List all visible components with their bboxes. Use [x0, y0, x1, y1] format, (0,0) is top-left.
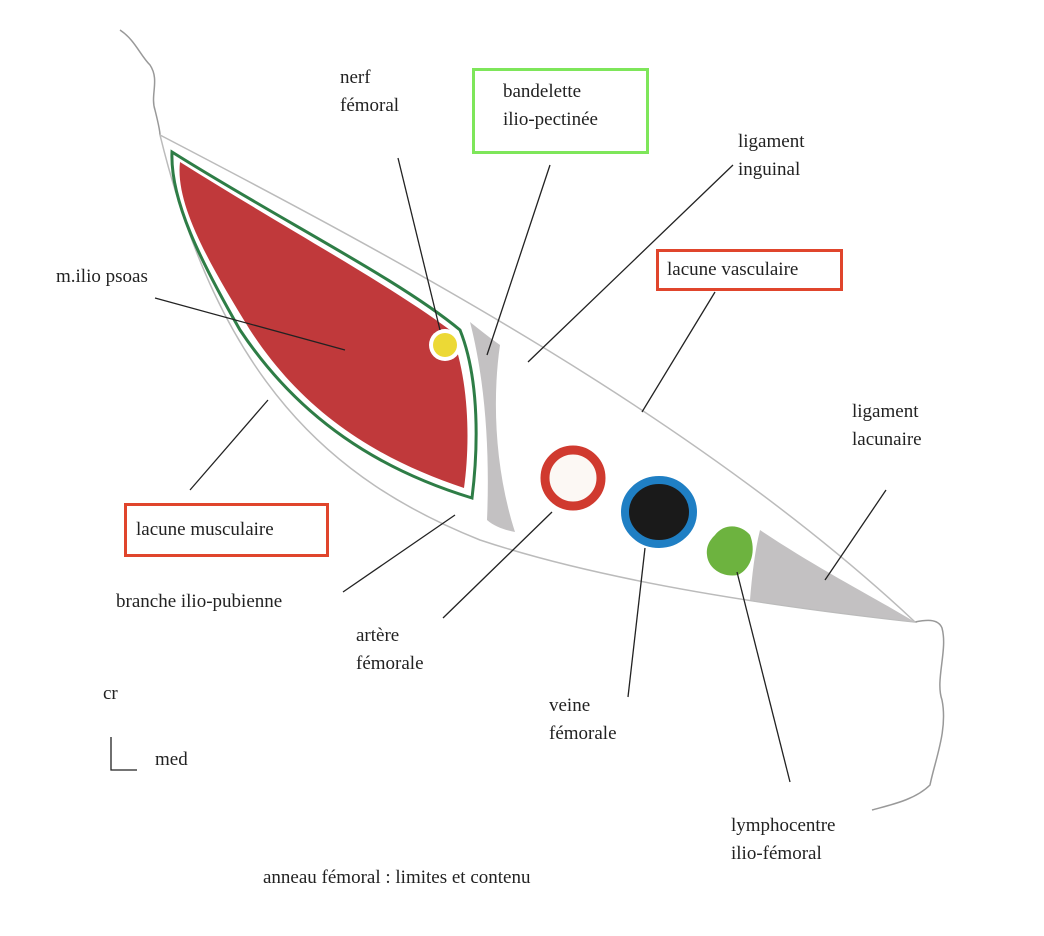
leader-vasculaire [641, 291, 716, 413]
right-bone-contour [871, 619, 945, 811]
orientation-cranial: cr [103, 683, 118, 704]
orientation-medial: med [155, 749, 188, 770]
nerf-femoral-dot [433, 333, 457, 357]
leader-lacunaire [824, 489, 887, 581]
leader-veine [627, 547, 646, 698]
leader-nerf [397, 157, 441, 331]
label-lacune-musculaire: lacune musculaire [136, 519, 274, 540]
leader-lymph [736, 571, 791, 783]
leader-branche [342, 514, 456, 593]
veine-femorale-shape [621, 476, 697, 548]
bandelette-highlight-box [472, 68, 649, 154]
left-bone-contour [119, 29, 161, 136]
ilio-psoas-muscle [179, 162, 468, 488]
figure-caption: anneau fémoral : limites et contenu [263, 867, 531, 888]
leader-artere [442, 511, 553, 619]
leader-musculaire [189, 399, 269, 491]
leader-inguinal [527, 164, 734, 363]
orientation-axes-icon [110, 737, 137, 771]
leader-psoas [154, 297, 346, 351]
leader-bandelette [486, 164, 551, 356]
leader-lines [154, 157, 887, 783]
bandelette-ilio-pectinee-shape [470, 322, 515, 532]
label-lacune-vasculaire: lacune vasculaire [667, 259, 799, 280]
lacune-vasculaire-highlight-box [656, 249, 843, 291]
ligament-lacunaire-shape [750, 530, 915, 622]
lacune-musculaire-highlight-box [124, 503, 329, 557]
lymphocentre-shape [706, 526, 753, 576]
artere-femorale-shape [540, 445, 606, 511]
muscle-sheath-outline [170, 149, 478, 500]
label-branche-ilio-pubienne: branche ilio-pubienne [116, 591, 283, 612]
label-ilio-psoas: m.ilio psoas [56, 266, 148, 287]
